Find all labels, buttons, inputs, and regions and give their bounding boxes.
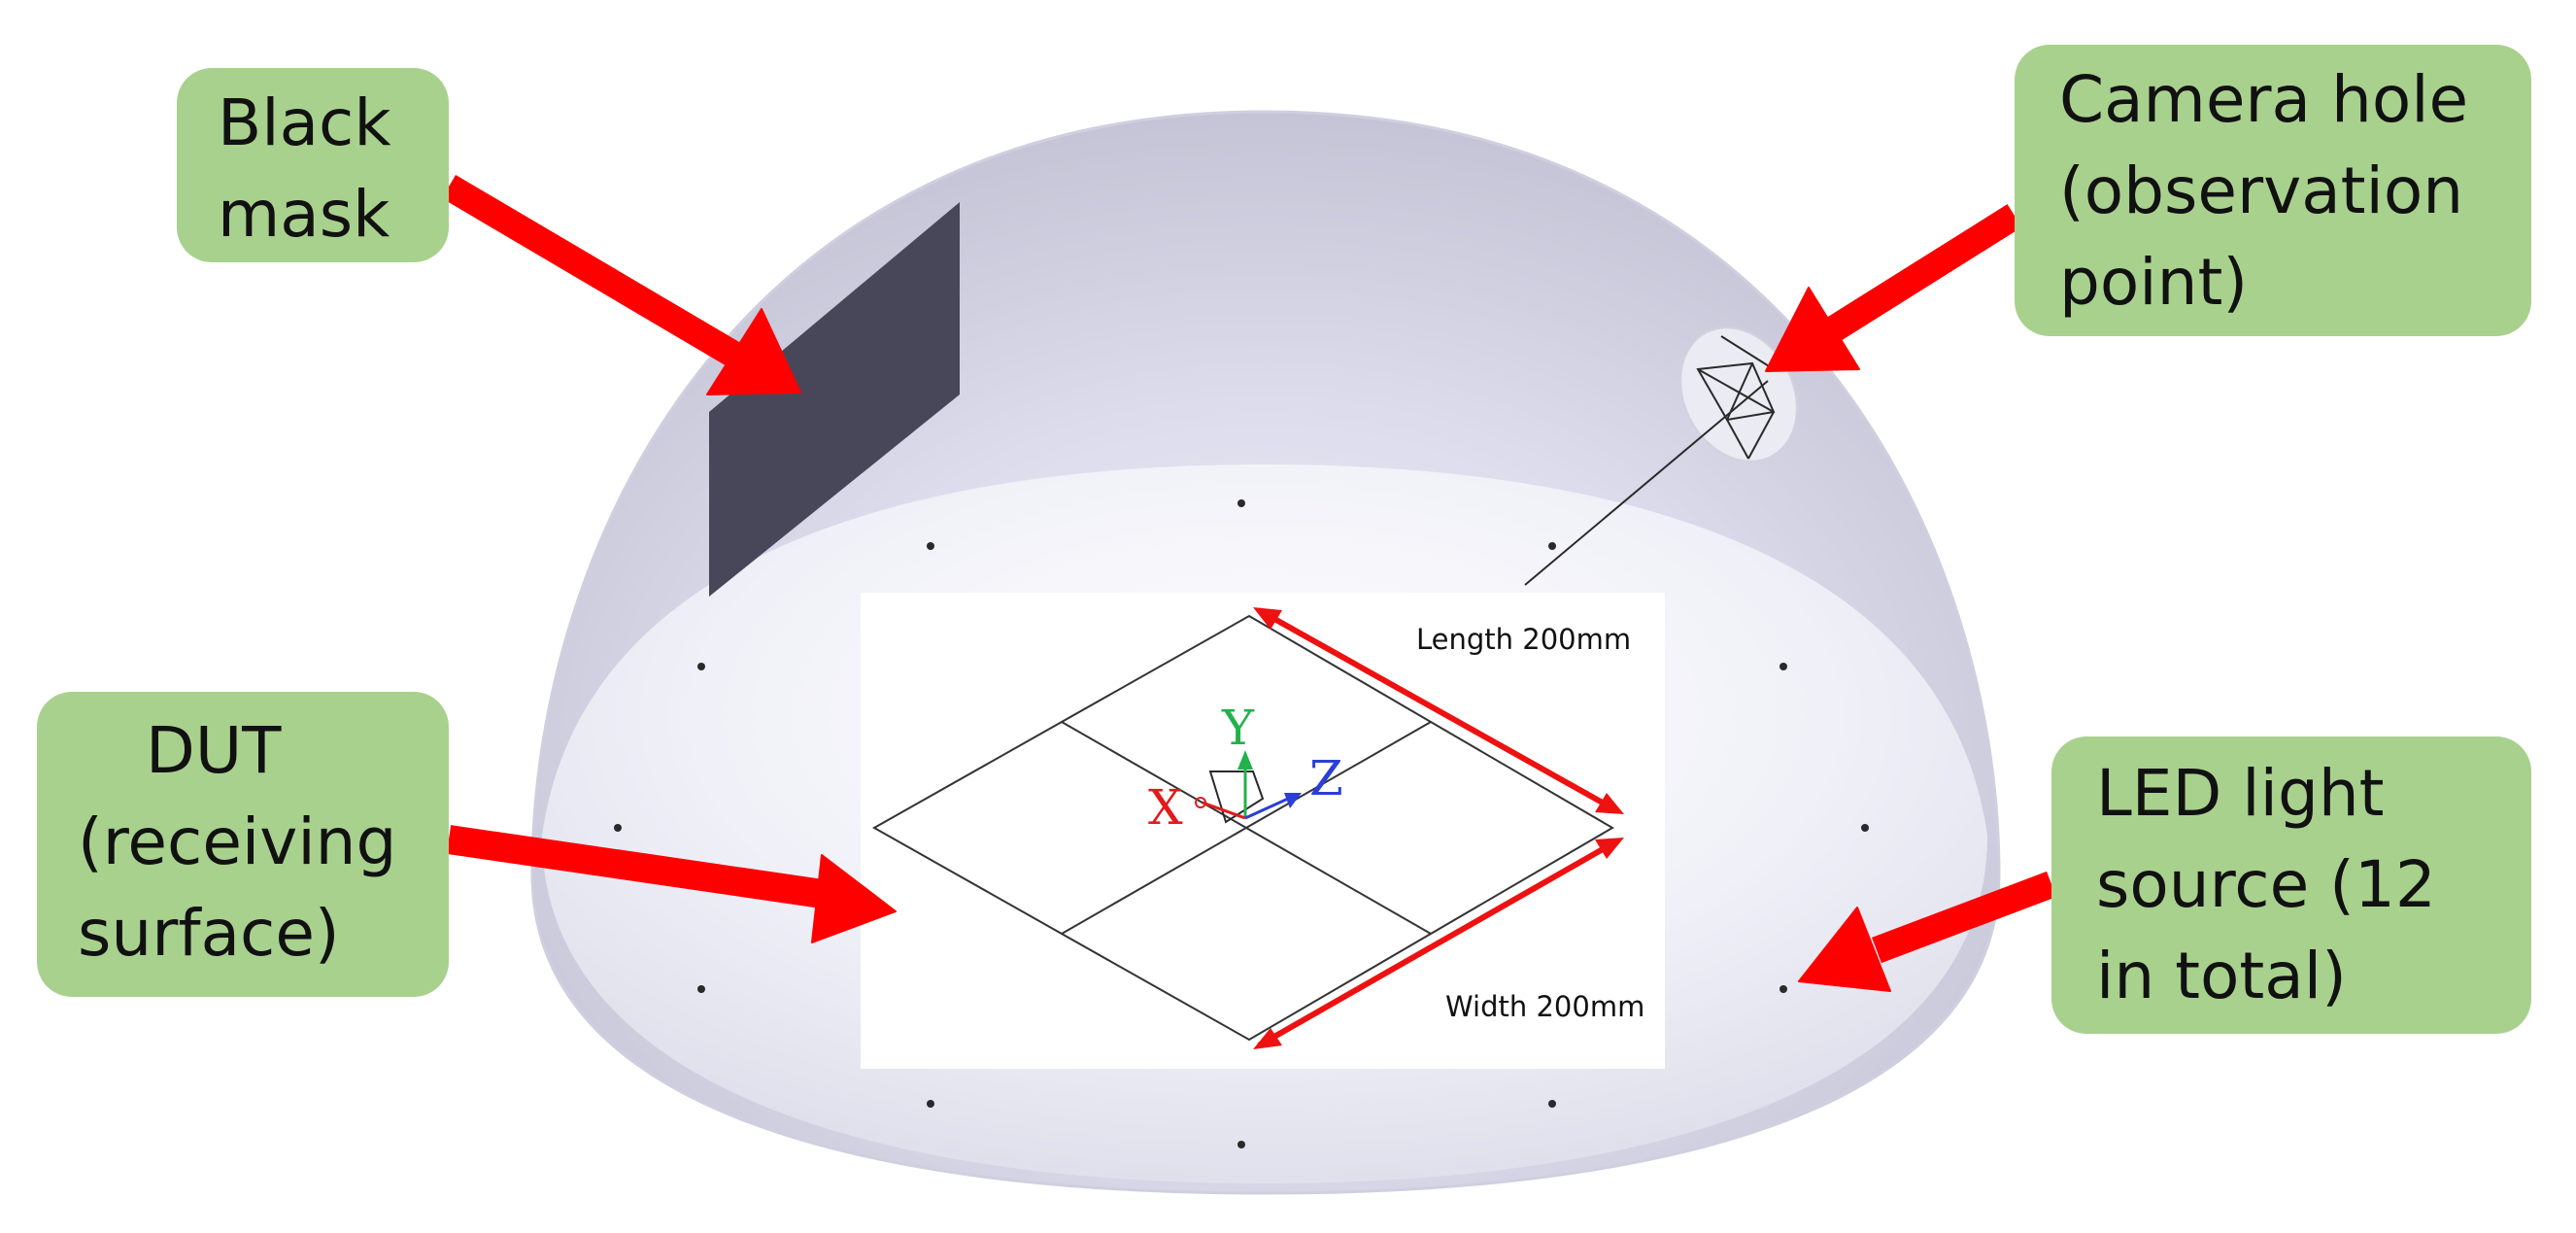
led-dot xyxy=(1237,1141,1245,1148)
led-light-sources xyxy=(614,499,1869,1148)
led-dot xyxy=(927,1100,934,1108)
led-dot xyxy=(1548,1100,1556,1108)
callout-line: in total) xyxy=(2096,939,2347,1013)
led-dot xyxy=(1779,985,1787,993)
width-label: Width 200mm xyxy=(1445,990,1644,1023)
callout-line: surface) xyxy=(78,896,340,971)
length-label: Length 200mm xyxy=(1416,623,1631,656)
coordinate-axes: X Y Z xyxy=(1148,700,1343,836)
led-dot xyxy=(1861,824,1869,832)
callout-line: (receiving xyxy=(78,805,397,879)
axis-y-label: Y xyxy=(1221,700,1255,756)
led-dot xyxy=(1237,499,1245,507)
led-dot xyxy=(1548,542,1556,550)
dut-surface-grid xyxy=(871,614,1614,1042)
callout-line: source (12 xyxy=(2096,847,2436,922)
axis-z-label: Z xyxy=(1309,750,1343,806)
led-dot xyxy=(1779,663,1787,670)
callout-line: (observation xyxy=(2059,154,2464,228)
camera-hole-callout: Camera hole (observation point) xyxy=(2015,45,2531,336)
callout-arrows xyxy=(441,174,2056,992)
led-arrow xyxy=(1798,871,2056,992)
callout-line: Black xyxy=(218,86,391,160)
led-light-source-callout: LED light source (12 in total) xyxy=(2051,736,2531,1034)
callout-line: point) xyxy=(2059,245,2249,320)
led-dot xyxy=(614,824,622,832)
black-mask xyxy=(709,202,960,597)
callout-line: Camera hole xyxy=(2059,62,2469,137)
led-dot xyxy=(697,663,705,670)
black-mask-callout: Black mask xyxy=(177,68,449,262)
dut-panel: Length 200mm Width 200mm X Y Z xyxy=(861,593,1665,1069)
length-dimension-arrow xyxy=(1257,607,1618,813)
dut-arrow xyxy=(446,825,897,943)
dut-panel-background xyxy=(861,593,1665,1069)
dut-callout: DUT (receiving surface) xyxy=(37,692,449,997)
led-dot xyxy=(927,542,934,550)
axis-x-label: X xyxy=(1148,779,1183,836)
callout-line: mask xyxy=(218,177,390,252)
camera-hole-arrow xyxy=(1765,204,2022,372)
width-dimension-arrow xyxy=(1257,839,1618,1048)
callout-line: LED light xyxy=(2096,756,2385,831)
callout-line: DUT xyxy=(146,713,282,788)
camera-hole-icon xyxy=(1524,326,1798,586)
led-dot xyxy=(697,985,705,993)
black-mask-arrow xyxy=(441,174,801,395)
